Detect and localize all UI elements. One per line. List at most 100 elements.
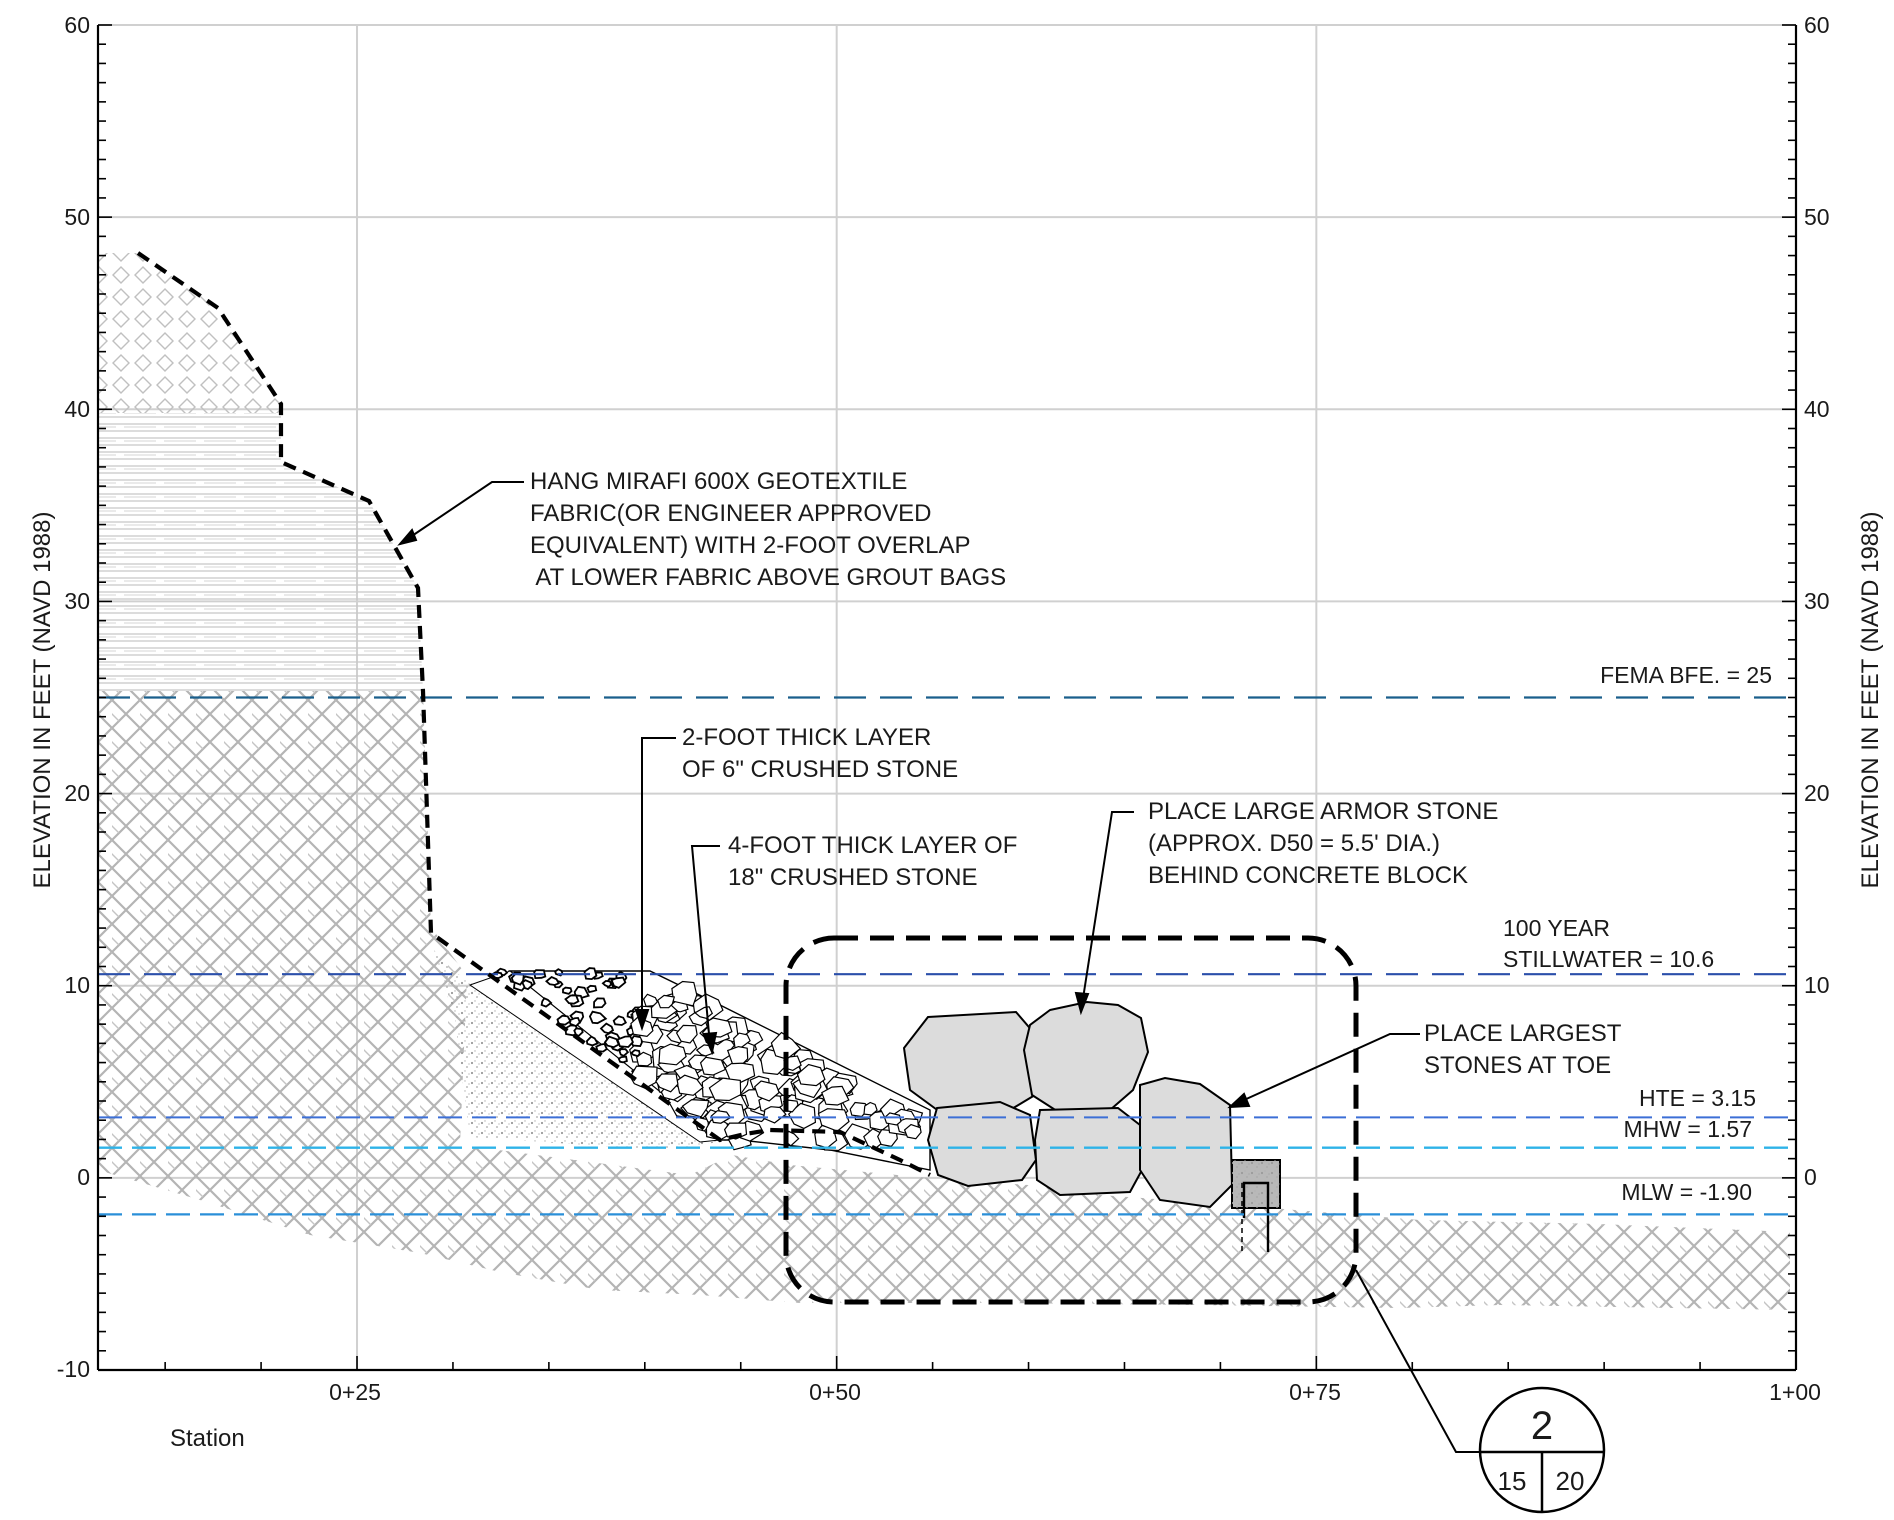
note-line: 18" CRUSHED STONE xyxy=(728,864,977,891)
crushed-stone xyxy=(821,1085,850,1106)
crushed-stone xyxy=(863,1101,878,1116)
y-tick-label: 40 xyxy=(64,396,90,422)
crushed-stone xyxy=(545,975,560,986)
crushed-6-leader-arrow xyxy=(634,1009,650,1032)
geotextile-fabric-line xyxy=(136,251,931,1177)
geotextile-leader xyxy=(399,481,524,545)
y-tick-label: 10 xyxy=(64,972,90,998)
largest-leader-arrow xyxy=(1227,1092,1251,1109)
crushed-stone xyxy=(754,1080,780,1102)
y-tick-label: 0 xyxy=(1804,1164,1817,1190)
note-line: 4-FOOT THICK LAYER OF xyxy=(728,832,1017,859)
detail-sheet-left: 15 xyxy=(1498,1466,1527,1496)
note-crushed-6: 2-FOOT THICK LAYER OF 6" CRUSHED STONE xyxy=(682,724,958,783)
crushed-stone xyxy=(630,1049,641,1058)
note-line: EQUIVALENT) WITH 2-FOOT OVERLAP xyxy=(530,532,971,559)
armor-stone xyxy=(1022,1000,1150,1115)
crushed-stone xyxy=(562,986,573,995)
crushed-stone xyxy=(655,1073,679,1093)
note-line: BEHIND CONCRETE BLOCK xyxy=(1148,862,1468,889)
crushed-stone xyxy=(540,997,553,1008)
note-line: PLACE LARGEST xyxy=(1424,1020,1622,1047)
fema-bfe-label: FEMA BFE. = 25 xyxy=(1600,662,1772,688)
y-tick-label: 40 xyxy=(1804,396,1830,422)
leader-lines xyxy=(397,481,1480,1453)
crushed-stone xyxy=(593,997,607,1009)
concrete-block xyxy=(1231,1159,1281,1255)
y-tick-label: 0 xyxy=(77,1164,90,1190)
callout-leader xyxy=(1355,1269,1480,1453)
note-line: HANG MIRAFI 600X GEOTEXTILE xyxy=(530,468,907,495)
crushed-stone xyxy=(616,1035,634,1048)
crushed-stone xyxy=(883,1112,902,1126)
upper-bluff-diamond-fill xyxy=(98,253,281,413)
note-largest: PLACE LARGEST STONES AT TOE xyxy=(1424,1020,1622,1079)
crushed-6-leader xyxy=(641,737,676,1020)
note-line: 2-FOOT THICK LAYER xyxy=(682,724,931,751)
crushed-stone xyxy=(796,1063,826,1087)
note-line: (APPROX. D50 = 5.5' DIA.) xyxy=(1148,830,1440,857)
y-tick-label: 60 xyxy=(1804,12,1830,38)
note-line: FABRIC(OR ENGINEER APPROVED xyxy=(530,500,931,527)
crushed-stone xyxy=(586,984,598,994)
mlw-label: MLW = -1.90 xyxy=(1621,1179,1752,1205)
native-soil-fill xyxy=(98,691,467,1253)
crushed-stone xyxy=(903,1123,922,1140)
y-tick-label: 20 xyxy=(1804,780,1830,806)
y-tick-label: 20 xyxy=(64,780,90,806)
detail-sheet-right: 20 xyxy=(1556,1466,1585,1496)
note-line: OF 6" CRUSHED STONE xyxy=(682,756,958,783)
detail-callout: 2 15 20 xyxy=(1478,1386,1606,1514)
minor-ticks xyxy=(98,24,1797,1371)
y-tick-label: 30 xyxy=(64,588,90,614)
y-tick-label: 50 xyxy=(1804,204,1830,230)
x-tick-label: 0+50 xyxy=(809,1379,861,1405)
crushed-stone xyxy=(573,1027,584,1037)
crushed-18-leader xyxy=(690,845,720,1046)
x-tick-label: 0+75 xyxy=(1289,1379,1341,1405)
detail-number: 2 xyxy=(1531,1404,1553,1448)
y-tick-label: 60 xyxy=(64,12,90,38)
stillwater-label-line1: 100 YEAR xyxy=(1503,915,1610,941)
crushed-stone xyxy=(656,994,676,1009)
y-axis-title-left: ELEVATION IN FEET (NAVD 1988) xyxy=(29,512,56,889)
y-tick-label: 50 xyxy=(64,204,90,230)
crushed-stone xyxy=(612,1015,627,1026)
y-tick-labels-left: 60 50 40 30 20 10 0 -10 xyxy=(57,12,90,1382)
mhw-label: MHW = 1.57 xyxy=(1624,1116,1752,1142)
note-geotextile: HANG MIRAFI 600X GEOTEXTILE FABRIC(OR EN… xyxy=(530,468,1006,591)
crushed-stone xyxy=(595,1043,608,1053)
x-tick-label: 1+00 xyxy=(1769,1379,1821,1405)
crushed-stone xyxy=(610,976,627,989)
crushed-stone xyxy=(599,1022,615,1035)
seabed-soil-fill xyxy=(420,1145,1790,1310)
crushed-stone xyxy=(635,1051,653,1067)
armor-stone xyxy=(902,1010,1042,1114)
note-line: STONES AT TOE xyxy=(1424,1052,1611,1079)
armor-stone xyxy=(1139,1076,1234,1209)
crushed-stone xyxy=(658,1043,687,1066)
x-axis-title: Station xyxy=(170,1425,245,1452)
crushed-stone xyxy=(708,1077,742,1102)
largest-leader xyxy=(1232,1033,1420,1106)
armor-leader xyxy=(1081,811,1134,1006)
crushed-stone xyxy=(601,979,613,988)
y-tick-label: 10 xyxy=(1804,972,1830,998)
crushed-stone xyxy=(583,967,598,981)
armor-stone xyxy=(1033,1106,1144,1197)
y-tick-labels-right: 60 50 40 30 20 10 0 xyxy=(1804,12,1830,1190)
crushed-stone xyxy=(671,980,698,1007)
crushed-stone xyxy=(699,1056,727,1076)
x-tick-labels: 0+25 0+50 0+75 1+00 xyxy=(329,1379,1821,1405)
armor-stones xyxy=(902,1000,1234,1209)
y-axis-title-right: ELEVATION IN FEET (NAVD 1988) xyxy=(1857,512,1884,889)
crushed-stone xyxy=(588,1010,608,1025)
crushed-stone xyxy=(762,1106,787,1124)
crushed-stone xyxy=(681,1098,710,1118)
crushed-18-leader-arrow xyxy=(702,1031,718,1056)
note-line: PLACE LARGE ARMOR STONE xyxy=(1148,798,1498,825)
note-crushed-18: 4-FOOT THICK LAYER OF 18" CRUSHED STONE xyxy=(728,832,1017,891)
crushed-stone xyxy=(556,1014,572,1026)
crushed-stone xyxy=(617,1055,628,1064)
